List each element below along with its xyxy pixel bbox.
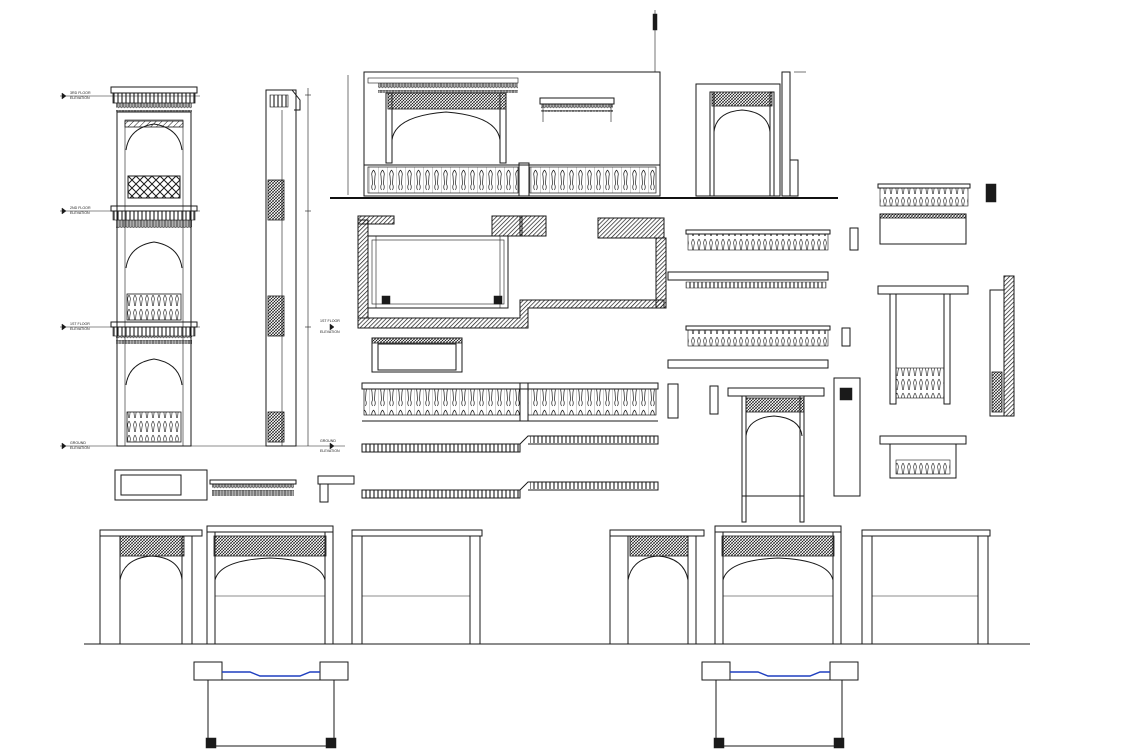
section-level-marker: GROUND ELEVATION — [320, 439, 340, 453]
railing-detail-elevations — [667, 227, 859, 369]
balustrade-plan-strips — [361, 435, 659, 499]
section-level-marker: 1ST FLOOR ELEVATION — [320, 319, 340, 334]
svg-text:1ST FLOOR: 1ST FLOOR — [70, 322, 90, 326]
svg-text:2ND FLOOR: 2ND FLOOR — [70, 206, 91, 210]
frame-elevation-b — [206, 525, 334, 645]
svg-text:ELEVATION: ELEVATION — [70, 211, 90, 215]
balcony-floor-plan — [357, 215, 667, 329]
svg-text:ELEVATION: ELEVATION — [320, 449, 340, 453]
frame-plan-right — [701, 661, 859, 749]
svg-text:ELEVATION: ELEVATION — [320, 330, 340, 334]
frame-elevation-e — [714, 525, 842, 645]
balcony-front-elevation — [330, 10, 838, 199]
window-frame-elevation — [877, 275, 1015, 479]
frame-elevation-d — [609, 529, 705, 645]
long-balustrade-elevation — [361, 382, 679, 422]
level-marker: GROUND ELEVATION — [61, 441, 90, 450]
frame-plan-left — [193, 661, 349, 749]
svg-text:ELEVATION: ELEVATION — [70, 446, 90, 450]
svg-text:GROUND: GROUND — [70, 441, 86, 445]
svg-text:3RD FLOOR: 3RD FLOOR — [70, 91, 91, 95]
small-frame-plan — [371, 337, 463, 373]
svg-text:1ST FLOOR: 1ST FLOOR — [320, 319, 340, 323]
level-marker: 3RD FLOOR ELEVATION — [61, 91, 91, 100]
svg-text:ELEVATION: ELEVATION — [70, 327, 90, 331]
top-right-details — [877, 183, 997, 245]
frame-elevation-f — [861, 529, 991, 645]
canopy-kiosk-elevation — [709, 377, 861, 523]
svg-text:GROUND: GROUND — [320, 439, 336, 443]
tower-front-elevation: 3RD FLOOR ELEVATION 2ND FLOOR ELEVATION … — [60, 86, 345, 450]
svg-text:ELEVATION: ELEVATION — [70, 96, 90, 100]
frame-elevation-a — [99, 529, 203, 645]
level-marker: 2ND FLOOR ELEVATION — [61, 206, 91, 215]
tower-side-section: 1ST FLOOR ELEVATION GROUND ELEVATION — [265, 88, 340, 453]
small-detail-set — [114, 469, 355, 503]
frame-elevation-c — [351, 529, 483, 645]
arched-doorway-elevation — [695, 71, 806, 197]
level-marker: 1ST FLOOR ELEVATION — [61, 322, 90, 331]
